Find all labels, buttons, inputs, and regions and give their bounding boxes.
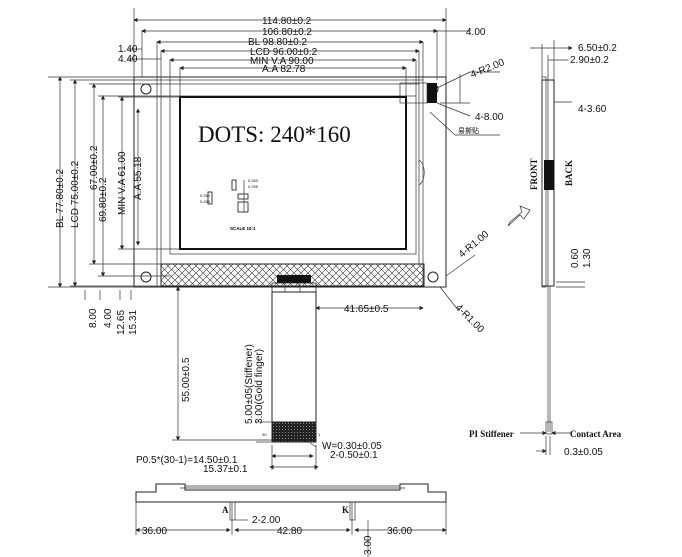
dim-2-90: 2.90±0.2 <box>570 55 609 66</box>
top-dims: 114.80±0.2 106.80±0.2 BL 98.80±0.2 LCD 9… <box>118 8 486 97</box>
side-view: 6.50±0.2 2.90±0.2 4-3.60 FRONT BACK 0.60… <box>469 40 622 458</box>
left-dims: BL 77.80±0.2 LCD 75.00±0.2 67.00±0.2 69.… <box>48 76 180 335</box>
dim-lcd-96: LCD 96.00±0.2 <box>250 47 318 58</box>
contact-area-label: Contact Area <box>570 429 622 439</box>
active-area <box>179 96 407 250</box>
min-va <box>169 95 417 255</box>
lcd-glass <box>160 83 420 265</box>
side-connector <box>544 160 554 190</box>
dim-4-40: 4.40 <box>118 54 138 65</box>
hole-bl <box>140 271 152 283</box>
dim-42-80: 42.80 <box>277 526 302 537</box>
scale-label: SCALE 10:1 <box>230 226 256 231</box>
pin-1-label: 1 <box>318 432 321 437</box>
dim-pin-gap: 2-0.50±0.1 <box>330 450 378 461</box>
dim-69-8: 69.80±0.2 <box>98 177 109 222</box>
dim-fpc-width: 15.37±0.1 <box>203 464 248 475</box>
scale-val-4: 0.295 <box>200 199 211 204</box>
dim-stiffener: 5.00±05(Stiffener) <box>244 344 255 424</box>
front-view: DOTS: 240*160 0.260 0.295 0.260 0.295 SC… <box>48 8 531 475</box>
bottom-outline <box>135 483 447 503</box>
r1-callout-bottom: 4-R1.00 <box>453 302 486 335</box>
dim-2-2-00: 2-2.00 <box>252 515 281 526</box>
scale-val-1: 0.260 <box>248 178 259 183</box>
bl-outline <box>156 79 424 287</box>
hole-br <box>427 271 439 283</box>
dim-min-va-90: MIN V.A 90.00 <box>250 56 314 67</box>
dim-0-60: 0.60 <box>570 248 581 268</box>
dim-pitch: P0.5*(30-1)=14.50±0.1 <box>136 455 238 466</box>
dim-36-right: 36.00 <box>387 526 412 537</box>
side-notch <box>418 159 425 186</box>
dim-1-30: 1.30 <box>582 248 593 268</box>
dots-label: DOTS: 240*160 <box>198 122 351 147</box>
scale-detail: 0.260 0.295 0.260 0.295 SCALE 10:1 <box>200 178 259 231</box>
dim-15-31: 15.31 <box>128 310 139 335</box>
dim-41-65: 41.65±0.5 <box>344 304 389 315</box>
r2-callout: 4-R2.00 <box>469 57 507 81</box>
peel-tab-holder <box>399 82 428 104</box>
module-outline <box>133 76 447 288</box>
bottom-view: A K 2-2.00 36.00 42.80 36.00 3.00 <box>135 483 447 557</box>
peel-label: 易撕贴 <box>458 126 479 135</box>
fpc-dims: 55.00±0.5 41.65±0.5 5.00±05(Stiffener) 3… <box>136 286 424 475</box>
dim-36-left: 36.00 <box>142 526 167 537</box>
dim-gold-finger: 3.00(Gold finger) <box>254 349 265 424</box>
front-label: FRONT <box>529 159 539 191</box>
label-k: K <box>342 505 349 515</box>
dim-114-8: 114.80±0.2 <box>262 16 312 27</box>
dim-4-00-left: 4.00 <box>103 308 114 328</box>
dim-fpc-55: 55.00±0.5 <box>181 357 192 402</box>
dim-lcd-75: LCD 75.00±0.2 <box>70 160 81 228</box>
dim-6-50: 6.50±0.2 <box>578 43 617 54</box>
fpc: 30 1 <box>262 275 321 443</box>
pin-30-label: 30 <box>262 432 267 437</box>
hole-8-callout: 4-8.00 <box>475 112 504 123</box>
right-callouts: 4-R2.00 4-8.00 易撕贴 4-R1.00 4-R1.00 <box>429 57 507 336</box>
dim-aa-55-18: A.A 55.18 <box>133 156 144 200</box>
peel-tab <box>427 83 437 103</box>
dim-4-3-60: 4-3.60 <box>578 104 607 115</box>
dim-bl-98-8: BL 98.80±0.2 <box>248 37 307 48</box>
dim-bl-77-8: BL 77.80±0.2 <box>55 169 66 228</box>
dim-min-va-61: MIN V.A 61.00 <box>117 151 128 215</box>
dim-3-00: 3.00 <box>363 535 374 555</box>
pi-stiffener-label: PI Stiffener <box>469 429 514 439</box>
dim-pin-width: W=0.30±0.05 <box>322 441 382 452</box>
view-arrow <box>507 205 531 227</box>
dim-4-00-top: 4.00 <box>466 27 486 38</box>
scale-val-2: 0.295 <box>248 184 259 189</box>
label-a: A <box>222 505 229 515</box>
gold-finger <box>271 421 317 443</box>
dim-12-65: 12.65 <box>116 310 127 335</box>
dim-0-3: 0.3±0.05 <box>564 447 603 458</box>
dim-67: 67.00±0.2 <box>89 145 100 190</box>
dim-1-40: 1.40 <box>118 44 138 55</box>
back-label: BACK <box>564 160 574 186</box>
scale-val-3: 0.260 <box>200 193 211 198</box>
dim-8-00: 8.00 <box>88 308 99 328</box>
dim-106-8: 106.80±0.2 <box>262 27 312 38</box>
dim-aa-82-78: A.A 82.78 <box>262 64 306 75</box>
hole-tl <box>140 83 152 95</box>
